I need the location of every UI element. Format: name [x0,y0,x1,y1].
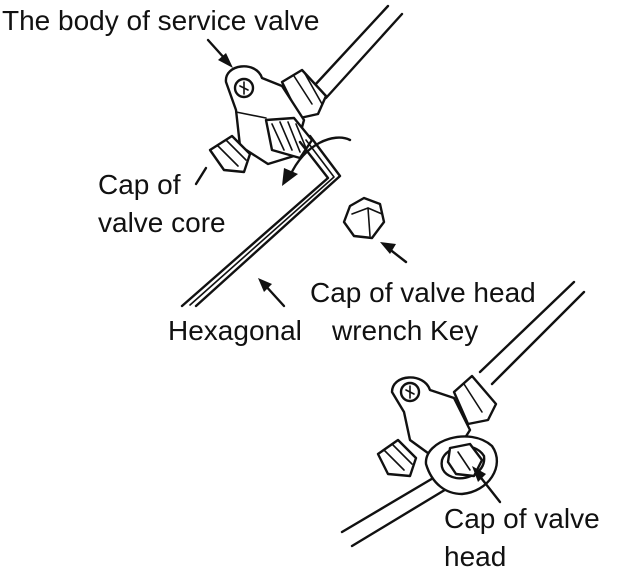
bottom-valve-core-cap [376,438,418,478]
top-threaded-valve-head [264,116,314,160]
label-wrench-key: wrench Key [331,315,478,346]
top-valve-assembly [180,4,408,308]
loose-valve-head-cap [342,196,386,240]
label-cap-of-valve-head-top: Cap of valve head [310,277,536,308]
leader-arrows-bottom [472,466,502,504]
bottom-valve-assembly [340,280,586,548]
label-body-of-service-valve: The body of service valve [2,5,320,36]
diagram-labels: The body of service valve Cap of valve c… [2,5,600,572]
leader-bottom-cap [476,472,502,504]
label-hexagonal: Hexagonal [168,315,302,346]
top-valve-core-cap [208,134,252,174]
leader-arrows-top [194,38,408,308]
bottom-refrigerant-pipe [478,280,586,386]
rotation-arrow-icon [282,136,352,186]
label-cap-of-valve-core-1: Cap of [98,169,181,200]
bottom-wrench-handle [340,472,450,548]
leader-valve-core-cap [194,166,208,186]
hexagonal-wrench-key [180,134,342,308]
label-cap-of-valve-head-bottom-1: Cap of valve [444,503,600,534]
label-cap-of-valve-core-2: valve core [98,207,226,238]
label-cap-of-valve-head-bottom-2: head [444,541,506,572]
top-refrigerant-pipe [312,4,404,100]
